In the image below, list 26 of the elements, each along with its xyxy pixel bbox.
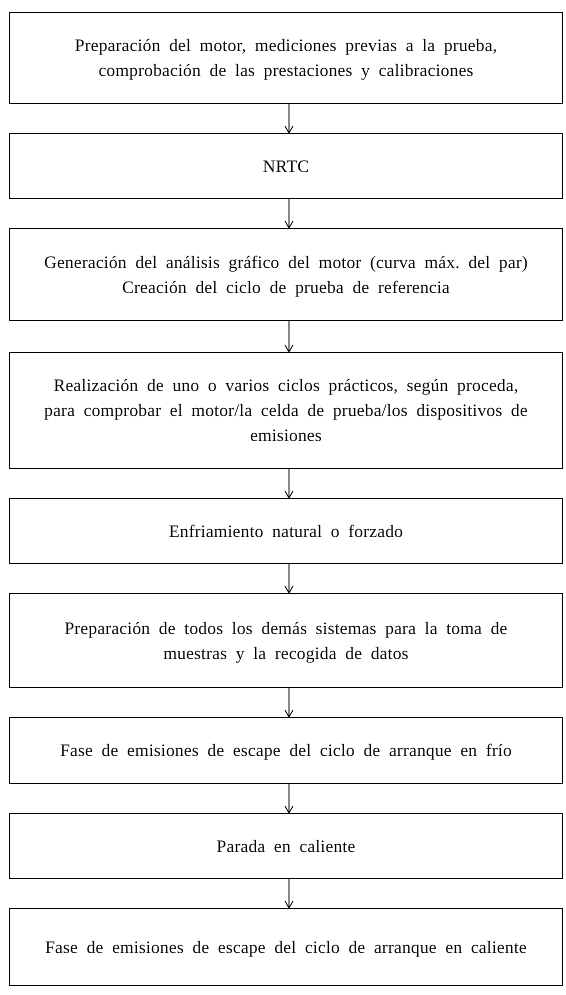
process-box	[9, 352, 563, 469]
arrow	[284, 198, 294, 228]
step-text: Fase de emisiones de escape del ciclo de arranque en frío	[60, 739, 512, 762]
process-box	[9, 908, 563, 986]
step-text: NRTC	[262, 154, 310, 178]
process-box	[9, 498, 563, 564]
process-box	[9, 813, 563, 879]
step-text: Preparación de todos los demás sistemas para la toma de muestras y la recogida de datos	[63, 616, 509, 665]
process-box	[9, 593, 563, 688]
step-text: Enfriamiento natural o forzado	[168, 520, 404, 542]
step-text: Parada en caliente	[216, 834, 356, 858]
process-box	[9, 12, 563, 104]
process-box	[9, 133, 563, 199]
arrow	[284, 104, 294, 134]
arrow	[284, 688, 294, 718]
step-text: Fase de emisiones de escape del ciclo de arranque en caliente	[45, 936, 527, 959]
process-box	[9, 717, 563, 784]
arrow	[284, 564, 294, 594]
step-text: Realización de uno o varios ciclos prácticos, según proceda, para comprobar el motor/la celda de prueba/los dispositivos de emisiones	[43, 374, 529, 447]
arrow	[284, 320, 294, 352]
arrow	[284, 784, 294, 814]
arrow	[284, 468, 294, 498]
step-text: Generación del análisis gráfico del motor (curva máx. del par) Creación del ciclo de prueba de referencia	[43, 250, 529, 299]
step-text: Preparación del motor, mediciones previas a la prueba, comprobación de las prestaciones y calibraciones	[74, 34, 498, 82]
arrow	[284, 878, 294, 908]
process-box	[9, 228, 563, 321]
